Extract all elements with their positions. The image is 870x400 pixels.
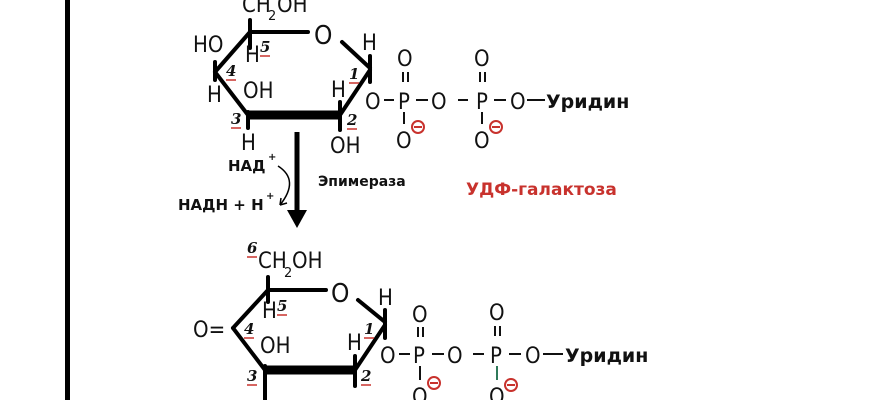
bond-c1-c2	[338, 68, 372, 117]
phosphoryl-oxygen: O	[474, 47, 490, 72]
anionic-oxygen: O	[412, 385, 428, 400]
phosphoryl-oxygen: O	[489, 301, 505, 326]
nad-charge: +	[268, 152, 276, 163]
ch2oh-oh: OH	[292, 249, 322, 274]
chain-oxygen: O	[365, 90, 381, 115]
reaction-arrow-group: НАД + НАДН + Н + Эпимераза	[178, 132, 406, 228]
carbon-3-number: 3	[247, 367, 257, 385]
chain-oxygen: O	[510, 90, 526, 115]
h-c1: H	[378, 286, 393, 311]
phosphorus-2: P	[490, 344, 502, 369]
oh-c3: OH	[243, 79, 273, 104]
h-charge: +	[266, 191, 274, 202]
left-border-line	[65, 0, 70, 400]
carbon-6-number: 6	[247, 239, 258, 257]
phosphoryl-oxygen: O	[397, 47, 413, 72]
uridine-label: Уридин	[565, 345, 648, 367]
bond-c3-c4	[213, 70, 250, 117]
negative-charge-icon	[504, 378, 518, 392]
negative-charge-icon	[489, 120, 503, 134]
enzyme-label: Эпимераза	[318, 174, 406, 190]
ho-c4: HO	[193, 33, 223, 58]
h-c5: H	[262, 299, 277, 324]
ch2oh-sub: 2	[284, 266, 292, 281]
phosphoryl-oxygen: O	[412, 303, 428, 328]
carbon-4-number: 4	[244, 320, 254, 338]
phosphorus-1: P	[398, 90, 410, 115]
carbon-1-number: 1	[349, 65, 359, 83]
ch2oh-ch: CH	[258, 249, 287, 274]
oh-c3: OH	[260, 334, 290, 359]
h-c3: H	[241, 131, 256, 156]
phosphorus-1: P	[413, 344, 425, 369]
nad-label: НАД	[228, 157, 266, 175]
udp-4-keto-structure: 6 CH 2 OH O H O= H 5 4 OH 3 H 2 1 O P	[193, 239, 648, 400]
bond-c4-c5	[213, 30, 252, 74]
ring-oxygen: O	[331, 279, 349, 309]
arrowhead-icon	[287, 210, 307, 228]
udp-galactose-structure: CH 2 OH O H HO H H 5 4 OH H 3 H OH 2 1 O	[193, 0, 629, 200]
h-c2: H	[347, 331, 362, 356]
curved-arrow-icon	[277, 165, 291, 206]
ch2oh-sub: 2	[268, 9, 276, 24]
carbon-2-number: 2	[346, 111, 357, 129]
bond-o-c1	[340, 40, 372, 70]
nadh-label: НАДН + Н	[178, 196, 264, 214]
ring-oxygen: O	[314, 21, 332, 51]
keto-oxygen: O=	[193, 318, 225, 343]
chain-oxygen: O	[525, 344, 541, 369]
bond-c1-c2	[353, 323, 387, 372]
ch2oh-oh: OH	[277, 0, 307, 18]
oh-c2: OH	[330, 134, 360, 159]
bond-c3-c4	[231, 326, 267, 372]
h-c4: H	[207, 83, 222, 108]
uridine-label: Уридин	[546, 91, 629, 113]
bond-c4-c5	[231, 288, 270, 330]
chain-oxygen: O	[380, 344, 396, 369]
bridge-oxygen: O	[447, 344, 463, 369]
bridge-oxygen: O	[431, 90, 447, 115]
diphosphate-chain: O P O O O P O O O Уридин	[365, 47, 629, 154]
anionic-oxygen: O	[474, 129, 490, 154]
phosphorus-2: P	[476, 90, 488, 115]
h-c5: H	[245, 43, 260, 68]
carbon-5-number: 5	[277, 297, 287, 315]
anionic-oxygen: O	[489, 385, 505, 400]
anionic-oxygen: O	[396, 129, 412, 154]
carbon-2-number: 2	[360, 367, 371, 385]
negative-charge-icon	[427, 376, 441, 390]
carbon-3-number: 3	[231, 110, 241, 128]
bond-o-c1	[356, 298, 387, 324]
diphosphate-chain: O P O O O P O O O Уридин	[380, 301, 648, 400]
compound-name-label: УДФ-галактоза	[466, 180, 617, 200]
h-c2: H	[331, 78, 346, 103]
negative-charge-icon	[411, 120, 425, 134]
carbon-4-number: 4	[226, 62, 236, 80]
carbon-5-number: 5	[260, 38, 270, 56]
h-c1: H	[362, 31, 377, 56]
carbon-1-number: 1	[364, 320, 374, 338]
ch2oh-ch: CH	[242, 0, 271, 18]
